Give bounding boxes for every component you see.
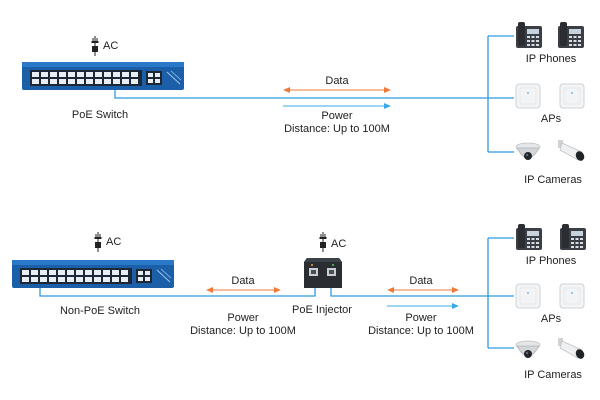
network-switch-icon bbox=[21, 61, 185, 91]
bottom-right-distance-label: Distance: Up to 100M bbox=[368, 325, 474, 337]
ip-phone-icon bbox=[516, 22, 542, 48]
top-ac-plug bbox=[91, 35, 99, 56]
top-connection-line bbox=[114, 35, 514, 153]
bottom-non-poe-switch bbox=[11, 259, 175, 289]
top-aps-label: APs bbox=[540, 113, 562, 125]
poe-injector bbox=[304, 258, 342, 288]
bottom-right-data-arrow bbox=[387, 287, 459, 293]
bottom-left-power-label: Power bbox=[227, 312, 259, 324]
bottom-right-data-label: Data bbox=[409, 275, 433, 287]
ip-camera-icon bbox=[557, 139, 587, 163]
ip-camera-icon bbox=[557, 337, 587, 361]
top-cameras-label: IP Cameras bbox=[524, 174, 582, 186]
top-power-arrow bbox=[283, 103, 391, 109]
bottom-ap-2 bbox=[559, 283, 585, 309]
top-data-label: Data bbox=[325, 75, 349, 87]
access-point-icon bbox=[515, 283, 541, 309]
access-point-icon bbox=[559, 283, 585, 309]
power-plug-icon bbox=[91, 35, 99, 53]
network-switch-icon bbox=[11, 259, 175, 289]
injector-ac-plug bbox=[319, 231, 327, 252]
ip-camera-icon bbox=[515, 142, 541, 161]
injector-label: PoE Injector bbox=[292, 304, 352, 316]
bottom-left-data-label: Data bbox=[231, 275, 255, 287]
bottom-phone-2 bbox=[560, 224, 586, 250]
bottom-phone-1 bbox=[516, 224, 542, 250]
bottom-ac-label: AC bbox=[106, 236, 122, 248]
top-ap-1 bbox=[515, 83, 541, 109]
top-ac-label: AC bbox=[103, 40, 119, 52]
top-switch-label: PoE Switch bbox=[71, 109, 129, 121]
top-poe-switch bbox=[21, 61, 185, 91]
ip-camera-icon bbox=[515, 340, 541, 359]
access-point-icon bbox=[515, 83, 541, 109]
bottom-ac-plug bbox=[94, 231, 102, 252]
poe-injector-icon bbox=[304, 258, 342, 288]
bottom-camera-2 bbox=[557, 337, 587, 361]
top-camera-2 bbox=[557, 139, 587, 163]
bottom-aps-label: APs bbox=[540, 313, 562, 325]
ip-phone-icon bbox=[558, 22, 584, 48]
top-data-arrow bbox=[283, 87, 391, 93]
bottom-right-power-label: Power bbox=[405, 312, 437, 324]
top-phone-1 bbox=[516, 22, 542, 48]
top-ap-2 bbox=[559, 83, 585, 109]
bottom-cameras-label: IP Cameras bbox=[524, 369, 582, 381]
top-phone-2 bbox=[558, 22, 584, 48]
injector-ac-label: AC bbox=[331, 238, 347, 250]
bottom-phones-label: IP Phones bbox=[525, 255, 577, 267]
top-phones-label: IP Phones bbox=[525, 53, 577, 65]
bottom-left-distance-label: Distance: Up to 100M bbox=[190, 325, 296, 337]
access-point-icon bbox=[559, 83, 585, 109]
bottom-camera-1 bbox=[515, 340, 541, 359]
bottom-ap-1 bbox=[515, 283, 541, 309]
bottom-right-connection-line bbox=[330, 237, 514, 349]
bottom-switch-label: Non-PoE Switch bbox=[59, 305, 141, 317]
ip-phone-icon bbox=[560, 224, 586, 250]
top-power-label: Power bbox=[321, 110, 353, 122]
power-plug-icon bbox=[319, 231, 327, 249]
bottom-left-data-arrow bbox=[206, 287, 281, 293]
top-camera-1 bbox=[515, 142, 541, 161]
top-distance-label: Distance: Up to 100M bbox=[284, 123, 390, 135]
power-plug-icon bbox=[94, 231, 102, 249]
bottom-right-power-arrow bbox=[387, 303, 459, 309]
bottom-left-connection-line bbox=[39, 288, 316, 297]
ip-phone-icon bbox=[516, 224, 542, 250]
